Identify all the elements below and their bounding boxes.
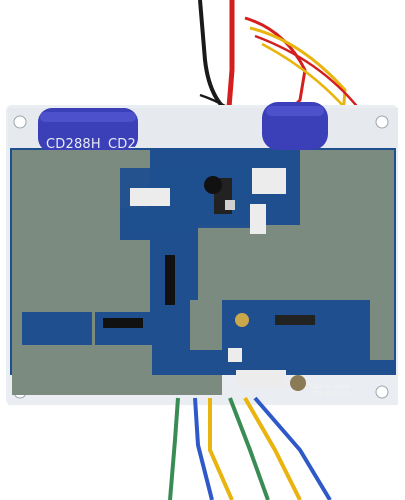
connector-icon — [252, 168, 286, 194]
wire-blue-bottom — [193, 397, 214, 500]
connector-icon — [228, 348, 242, 362]
screw-terminal — [290, 375, 306, 391]
pcb-center-region — [120, 168, 286, 234]
silk-line-2: SZLY-20181123 — [310, 391, 349, 397]
ic-chip — [275, 315, 315, 325]
mount-hole-tr — [375, 115, 389, 129]
capacitor-left-label-2: CD2 — [108, 137, 136, 152]
tape-bottom — [12, 345, 222, 395]
mount-hole-br — [375, 385, 389, 399]
capacitor-left-label: CD288H — [46, 137, 101, 152]
pcb-left-region — [95, 240, 190, 345]
wire-green-bottom-2 — [228, 397, 270, 500]
connector-icon — [130, 188, 170, 206]
wire-yellow-bottom — [208, 398, 234, 500]
bottom-wire-harness — [168, 396, 332, 500]
wire-green-bottom — [168, 397, 180, 500]
pin-header — [103, 318, 143, 328]
mount-hole-tl — [13, 115, 27, 129]
capacitor-right — [262, 102, 328, 150]
connector-icon — [236, 370, 286, 388]
tact-switch — [225, 200, 235, 210]
pin-header — [165, 255, 175, 305]
connector-icon — [250, 204, 266, 234]
buzzer-icon — [204, 176, 222, 194]
wire-yellow-bottom-2 — [243, 397, 302, 500]
silk-line-1: SZLY-01-20028 — [310, 384, 349, 390]
capacitor-small — [235, 313, 249, 327]
wire-blue-bottom-2 — [253, 396, 332, 500]
wire-yellow-side — [249, 26, 347, 172]
tape-top-left — [12, 150, 150, 185]
pcb-bottom-region: SZLY-01-20028 SZLY-20181123 — [222, 300, 370, 397]
